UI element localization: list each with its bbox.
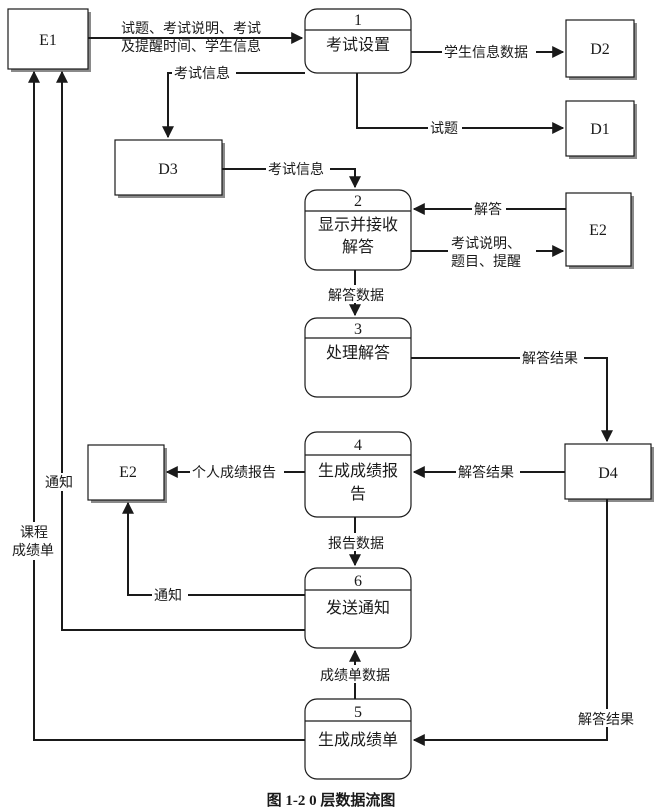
flow-p5-to-e1-label-line2: 成绩单 — [12, 542, 54, 558]
flow-e1-to-p1-label-line2: 及提醒时间、学生信息 — [121, 38, 261, 54]
flow-p2-to-e2: 考试说明、 题目、提醒 — [411, 233, 565, 271]
process-4-name-line2: 告 — [350, 485, 366, 503]
flow-d4-to-p4: 解答结果 — [412, 462, 565, 480]
flow-d3-to-p2-label: 考试信息 — [268, 161, 324, 177]
entity-d2: D2 — [565, 19, 637, 80]
process-3-number: 3 — [354, 321, 362, 338]
flow-d4-to-p5: 解答结果 — [412, 499, 640, 746]
flow-p6-to-e2-left: 通知 — [122, 501, 305, 603]
process-1-number: 1 — [354, 12, 362, 29]
flow-p2-to-e2-label-line1: 考试说明、 — [451, 235, 521, 251]
flow-d4-to-p4-label: 解答结果 — [458, 464, 514, 480]
flow-d3-to-p2: 考试信息 — [222, 159, 361, 189]
flow-p1-to-d2-label: 学生信息数据 — [444, 44, 528, 60]
process-5-name: 生成成绩单 — [318, 731, 398, 749]
flow-p1-to-d1: 试题 — [356, 73, 565, 136]
figure-caption: 图 1-2 0 层数据流图 — [267, 791, 396, 809]
flow-p3-to-d4: 解答结果 — [411, 348, 613, 443]
process-2: 2 显示并接收 解答 — [304, 189, 412, 271]
process-2-number: 2 — [354, 193, 362, 210]
entity-e1: E1 — [7, 8, 91, 72]
flow-p1-to-d3-label: 考试信息 — [174, 65, 230, 81]
flow-p2-to-p3-label: 解答数据 — [328, 287, 384, 303]
entity-d4: D4 — [564, 443, 654, 502]
flow-p2-to-p3: 解答数据 — [326, 270, 390, 317]
flow-p6-to-e1: 通知 — [43, 70, 305, 631]
entity-e2-right: E2 — [565, 192, 634, 269]
process-2-name-line1: 显示并接收 — [318, 216, 398, 234]
entity-d3: D3 — [114, 139, 225, 198]
flow-p1-to-d1-label: 试题 — [430, 120, 458, 136]
flow-p5-to-e1-label-line1: 课程 — [20, 524, 48, 540]
process-6-name: 发送通知 — [326, 599, 390, 617]
entity-d1-label: D1 — [590, 121, 610, 138]
flow-p3-to-d4-label: 解答结果 — [522, 350, 578, 366]
flow-p5-to-e1: 课程 成绩单 — [10, 70, 305, 741]
process-6-number: 6 — [354, 573, 362, 590]
process-3: 3 处理解答 — [304, 317, 412, 398]
entity-e2-left: E2 — [87, 444, 167, 503]
flow-e1-to-p1-label-line1: 试题、考试说明、考试 — [121, 20, 261, 36]
entity-d1: D1 — [565, 100, 637, 159]
flow-p1-to-d3: 考试信息 — [162, 63, 305, 139]
flow-p1-to-d2: 学生信息数据 — [411, 42, 565, 60]
entity-d4-label: D4 — [598, 465, 618, 482]
flow-p6-to-e2-left-label: 通知 — [154, 587, 182, 603]
flow-e2-to-p2-label: 解答 — [474, 201, 502, 217]
process-4-number: 4 — [354, 437, 362, 454]
flow-p4-to-p6-label: 报告数据 — [328, 535, 384, 551]
process-4: 4 生成成绩报 告 — [304, 431, 412, 518]
flow-p6-to-e1-label: 通知 — [45, 474, 73, 490]
flow-d4-to-p5-label: 解答结果 — [578, 711, 634, 727]
process-1-name: 考试设置 — [326, 36, 390, 54]
flow-p5-to-p6-label: 成绩单数据 — [320, 667, 390, 683]
flow-p4-to-p6: 报告数据 — [326, 517, 390, 567]
flow-p2-to-e2-label-line2: 题目、提醒 — [451, 253, 521, 269]
process-4-name-line1: 生成成绩报 — [318, 462, 398, 480]
entity-d2-label: D2 — [590, 41, 610, 58]
entity-e1-label: E1 — [39, 32, 57, 49]
flow-p4-to-e2-left: 个人成绩报告 — [165, 462, 305, 480]
flow-e1-to-p1: 试题、考试说明、考试 及提醒时间、学生信息 — [88, 20, 304, 54]
process-6: 6 发送通知 — [304, 567, 412, 649]
entity-e2-right-label: E2 — [589, 222, 607, 239]
entity-d3-label: D3 — [158, 161, 178, 178]
process-1: 1 考试设置 — [304, 8, 412, 74]
process-2-name-line2: 解答 — [342, 238, 374, 256]
flow-p5-to-p6: 成绩单数据 — [318, 649, 398, 699]
entity-e2-left-label: E2 — [119, 464, 137, 481]
process-3-name: 处理解答 — [326, 344, 390, 362]
flow-e2-to-p2: 解答 — [412, 199, 566, 217]
flow-p4-to-e2-left-label: 个人成绩报告 — [192, 464, 276, 480]
process-5: 5 生成成绩单 — [304, 698, 412, 780]
process-5-number: 5 — [354, 704, 362, 721]
